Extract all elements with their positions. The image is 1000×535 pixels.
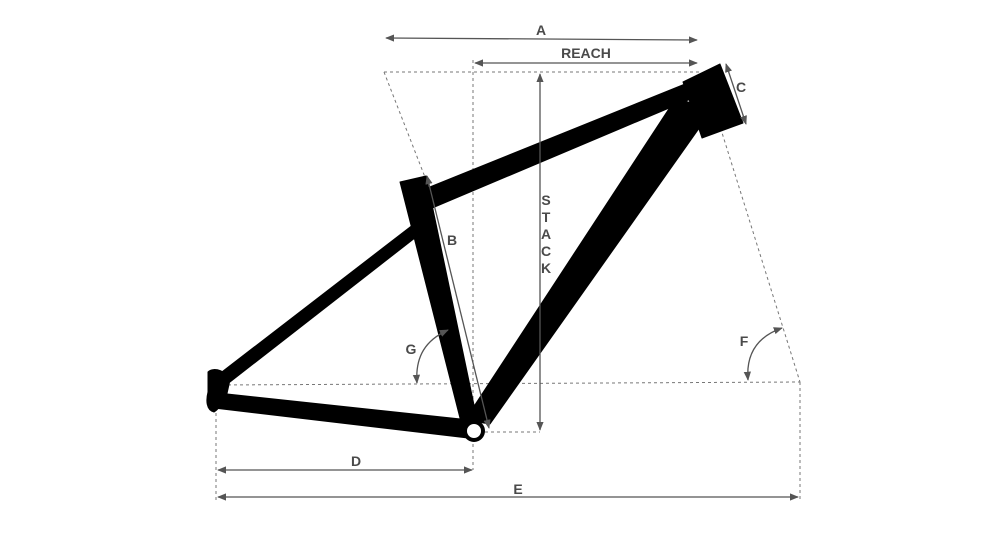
dimension-lines — [217, 34, 799, 501]
label-b: B — [447, 232, 457, 248]
angle-f-arc — [743, 327, 783, 381]
label-e: E — [513, 481, 522, 497]
rear-dropout — [206, 369, 231, 413]
label-stack: STACK — [538, 192, 554, 277]
label-reach: REACH — [561, 45, 611, 61]
seat-tube — [399, 175, 479, 427]
dimension-a-line — [385, 34, 698, 44]
label-g: G — [406, 341, 417, 357]
label-d: D — [351, 453, 361, 469]
label-a: A — [536, 22, 546, 38]
bottom-bracket — [463, 420, 485, 442]
down-tube — [464, 97, 713, 425]
dimension-c-line — [725, 63, 747, 125]
chain-stay — [213, 392, 471, 439]
dimension-b-line — [425, 175, 491, 429]
dimension-labels: A REACH C STACK B G F D E — [351, 22, 749, 497]
label-c: C — [736, 79, 746, 95]
angle-g-arc — [412, 329, 449, 384]
label-f: F — [740, 333, 749, 349]
seat-stay — [213, 223, 421, 383]
